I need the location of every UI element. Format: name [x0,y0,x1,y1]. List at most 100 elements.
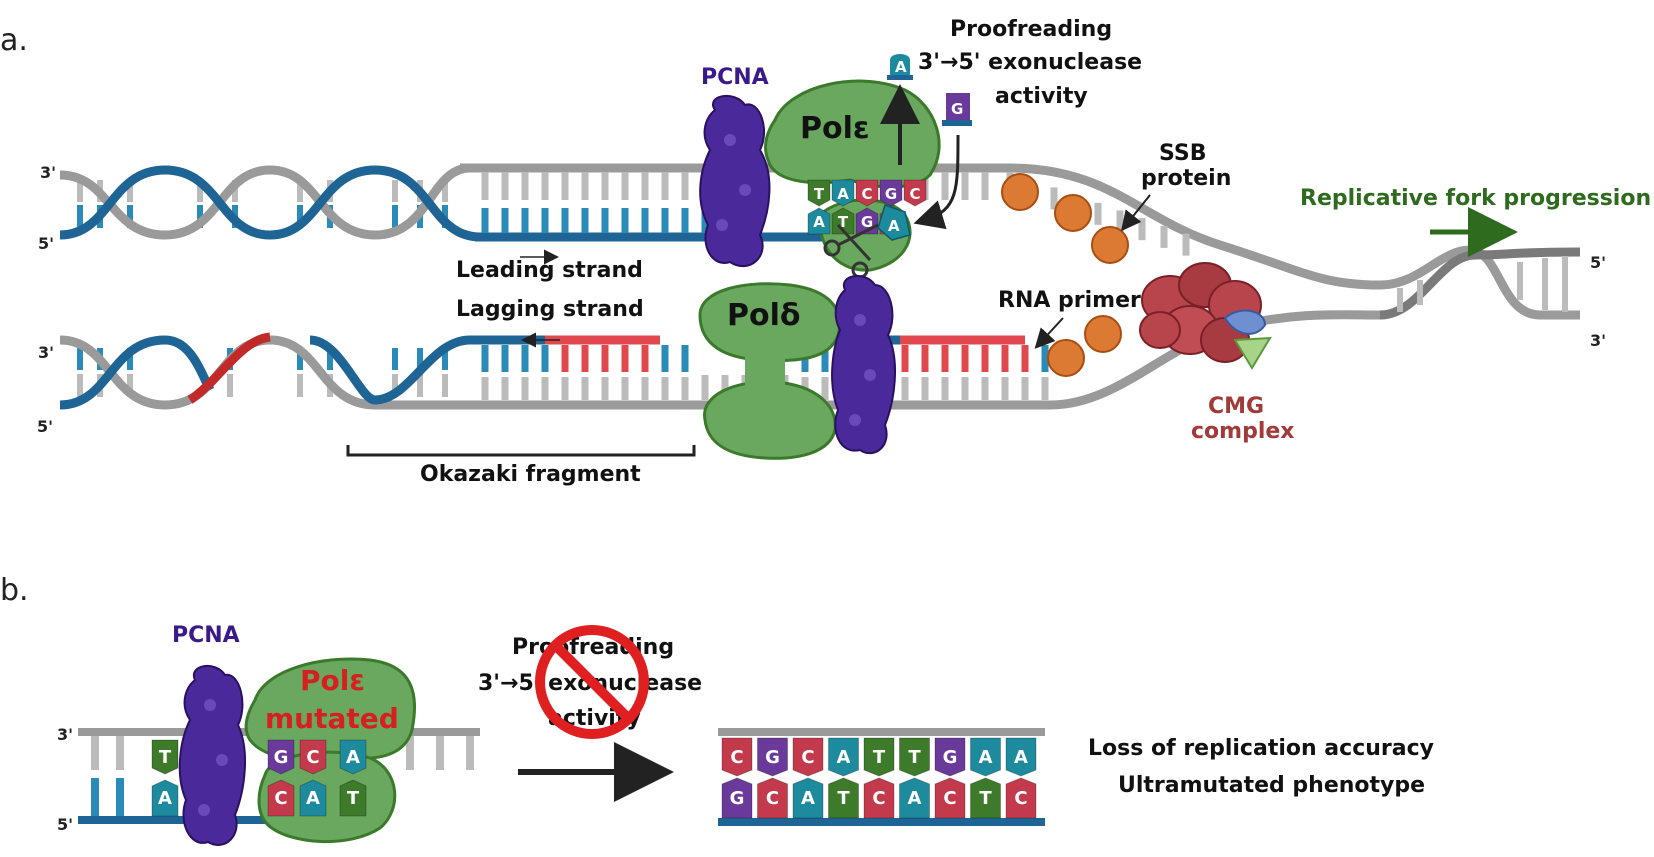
bottom-helix-blue-strand-1 [59,335,215,410]
strand-end-b-left-5: 5' [57,815,73,834]
nucleotide-A: A [299,779,327,817]
nucleotide-C: C [721,737,753,777]
prohibited-icon [535,625,649,739]
proofreading-arrows [880,84,960,230]
proofreading-label-line1: Proofreading [950,17,1112,42]
outcome-line2: Ultramutated phenotype [1118,773,1425,798]
nucleotide-letter: C [766,788,779,809]
proofreading-label-line3: activity [995,84,1088,109]
ssb-protein [1047,339,1085,377]
nucleotide-letter: T [979,788,992,809]
nucleotide-letter: C [730,747,743,768]
return-arrow [913,134,960,230]
excised-nucleotide-letter: G [951,100,963,118]
rna-primer-pointer [1034,317,1064,349]
nucleotide-G: G [934,737,966,777]
nucleotide-letter: C [861,185,872,203]
pcna-panel-b [178,665,247,846]
nucleotide-letter: T [347,788,360,809]
nucleotide-T: T [828,777,859,819]
nucleotide-letter: T [159,747,172,768]
incoming-nucleotide-letter: A [888,217,900,235]
parental-helix [1379,245,1581,320]
pol-epsilon-mutated: Polε mutated [244,657,417,843]
pol-epsilon-label: Polε [800,111,870,146]
nucleotide-letter: T [908,747,921,768]
strand-end-right-5: 5' [1590,253,1606,272]
nucleotide-C: C [863,777,895,819]
ssb-protein [1091,226,1129,264]
nucleotide-G: G [721,777,753,819]
leading-strand-label: Leading strand [456,258,643,283]
strand-end-right-3: 3' [1590,331,1606,350]
nucleotide-letter: G [765,747,780,768]
ssb-proteins [1001,173,1129,377]
nucleotide-C: C [934,777,966,819]
pol-mutated-label-line2: mutated [265,702,399,735]
nucleotide-C: C [792,737,824,777]
cmg-complex [1139,262,1272,370]
nucleotide-T: T [807,179,831,207]
nucleotide-C: C [267,779,295,817]
ssb-pointer [1121,194,1151,232]
parental-helix-rungs [1397,256,1568,312]
strand-end-bottom-left-3: 3' [38,343,54,362]
panel-b-left-rungs [91,736,474,816]
strand-end-bottom-left-5: 5' [37,417,53,436]
nucleotide-A: A [807,207,831,235]
top-template-strand [460,163,1381,290]
strand-end-b-left-3: 3' [57,725,73,744]
nucleotide-letter: A [801,788,815,809]
nucleotide-G: G [757,737,788,777]
pcna-label-top: PCNA [701,65,769,90]
nucleotide-letter: T [873,747,886,768]
okazaki-red-segment [187,332,271,404]
nucleotide-T: T [863,737,895,777]
nucleotide-letter: G [885,185,897,203]
pcna-top [699,94,771,268]
nucleotide-letter: A [908,788,922,809]
okazaki-label: Okazaki fragment [420,462,641,487]
nucleotide-letter: C [306,747,319,768]
nucleotide-C: C [903,179,927,207]
nucleotide-letter: G [943,747,958,768]
outcome-line1: Loss of replication accuracy [1088,736,1434,761]
parental-grey-strand-b [1379,247,1581,320]
ssb-label-line2: protein [1141,166,1231,191]
pol-delta-label: Polδ [727,298,801,333]
nucleotide-letter: C [274,788,287,809]
nucleotide-letter: T [837,788,850,809]
nucleotide-letter: A [813,213,825,231]
pcna-bottom [831,275,897,455]
nucleotide-letter: C [943,788,956,809]
nucleotide-C: C [757,777,788,819]
parental-grey-strand-a [1379,245,1580,320]
nucleotide-A: A [792,777,824,819]
panel-a-label: a. [0,23,28,58]
nucleotide-A: A [970,737,1001,777]
top-helix-blue-strand [59,165,481,242]
nucleotide-letter: A [346,747,360,768]
nucleotide-letter: C [909,185,920,203]
nucleotide-T: T [970,777,1001,819]
nucleotide-T: T [831,207,855,235]
ssb-label-line1: SSB [1159,141,1206,166]
nucleotide-A: A [828,737,859,777]
nucleotide-letter: C [872,788,885,809]
top-duplex [59,163,1381,290]
cmg-label-line1: CMG [1208,394,1264,419]
excised-nucleotide-g: G [942,93,972,126]
strand-end-top-left-5: 5' [38,234,54,253]
nucleotide-C: C [855,179,879,207]
nucleotide-letter: C [801,747,814,768]
pol-delta: Polδ [698,282,842,460]
bottom-helix-grey-strand [59,335,470,410]
okazaki-bracket [346,445,696,457]
panel-b-label: b. [0,573,29,608]
ssb-protein [1054,194,1092,232]
nucleotide-letter: T [814,185,825,203]
nucleotide-letter: A [158,788,172,809]
